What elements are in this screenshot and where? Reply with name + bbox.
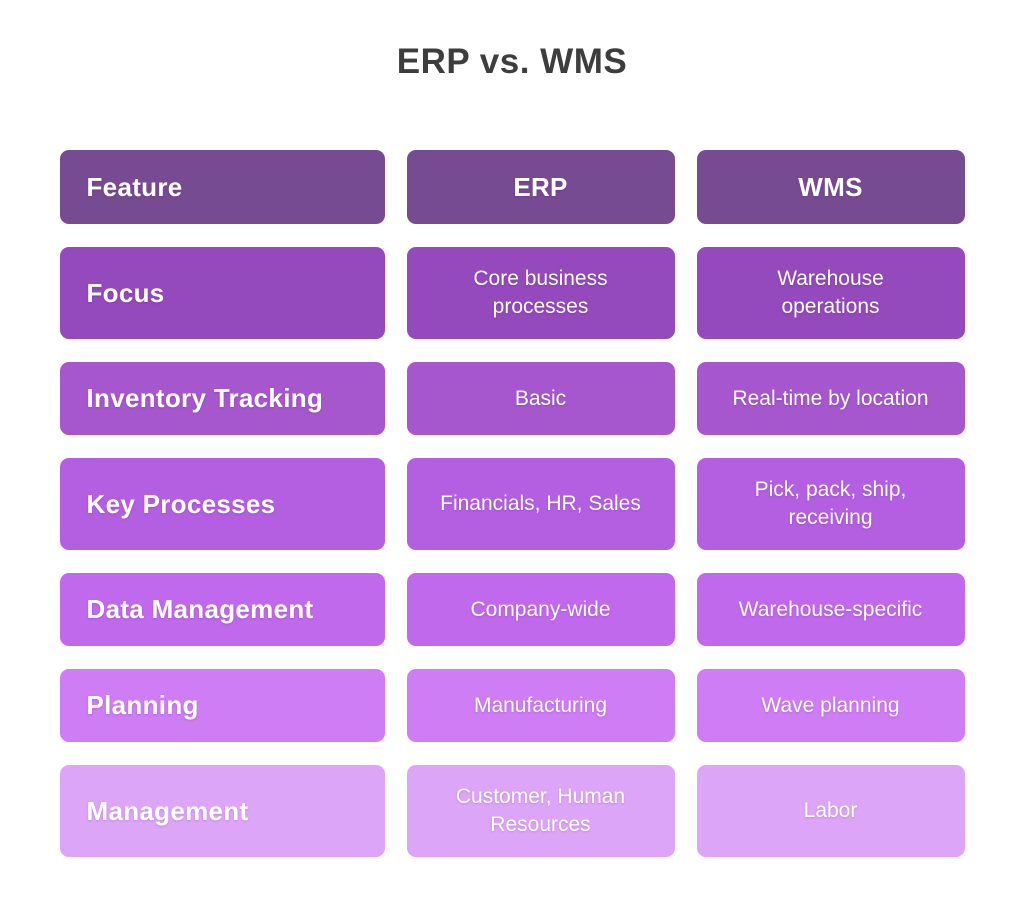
- feature-label: Data Management: [86, 594, 314, 624]
- erp-value: Core business processes: [473, 267, 608, 318]
- wms-value: Pick, pack, ship, receiving: [754, 478, 907, 529]
- feature-label: Management: [86, 795, 249, 826]
- erp-cell-key-processes: Financials, HR, Sales: [406, 458, 675, 550]
- feature-label: Key Processes: [86, 488, 276, 519]
- header-wms-label: WMS: [798, 171, 863, 202]
- page-title: ERP vs. WMS: [396, 42, 628, 81]
- wms-value: Real-time by location: [732, 386, 929, 410]
- feature-cell-inventory-tracking: Inventory Tracking: [59, 362, 385, 435]
- wms-cell-planning: Wave planning: [696, 669, 965, 742]
- wms-cell-focus: Warehouse operations: [696, 247, 965, 339]
- feature-label: Planning: [86, 690, 199, 720]
- wms-cell-inventory-tracking: Real-time by location: [696, 362, 965, 435]
- comparison-table: Feature ERP WMS Focus Core business proc…: [59, 150, 965, 857]
- wms-cell-management: Labor: [696, 765, 965, 857]
- erp-value: Company-wide: [470, 597, 611, 621]
- header-cell-feature: Feature: [59, 150, 385, 224]
- erp-value: Basic: [514, 386, 567, 410]
- erp-cell-management: Customer, Human Resources: [406, 765, 675, 857]
- wms-value: Warehouse-specific: [738, 597, 923, 621]
- feature-cell-planning: Planning: [59, 669, 385, 742]
- erp-value: Manufacturing: [473, 693, 608, 717]
- erp-cell-inventory-tracking: Basic: [406, 362, 675, 435]
- erp-value: Customer, Human Resources: [455, 785, 626, 836]
- erp-cell-planning: Manufacturing: [406, 669, 675, 742]
- feature-cell-management: Management: [59, 765, 385, 857]
- wms-cell-data-management: Warehouse-specific: [696, 573, 965, 646]
- feature-label: Focus: [86, 277, 165, 308]
- erp-cell-data-management: Company-wide: [406, 573, 675, 646]
- feature-cell-key-processes: Key Processes: [59, 458, 385, 550]
- wms-value: Labor: [803, 799, 858, 823]
- wms-value: Warehouse operations: [777, 267, 884, 318]
- wms-cell-key-processes: Pick, pack, ship, receiving: [696, 458, 965, 550]
- header-erp-label: ERP: [513, 171, 568, 202]
- header-cell-wms: WMS: [696, 150, 965, 224]
- feature-label: Inventory Tracking: [86, 383, 324, 413]
- wms-value: Wave planning: [761, 693, 900, 717]
- erp-value: Financials, HR, Sales: [440, 492, 641, 516]
- header-cell-erp: ERP: [406, 150, 675, 224]
- header-feature-label: Feature: [86, 171, 183, 202]
- feature-cell-focus: Focus: [59, 247, 385, 339]
- erp-cell-focus: Core business processes: [406, 247, 675, 339]
- feature-cell-data-management: Data Management: [59, 573, 385, 646]
